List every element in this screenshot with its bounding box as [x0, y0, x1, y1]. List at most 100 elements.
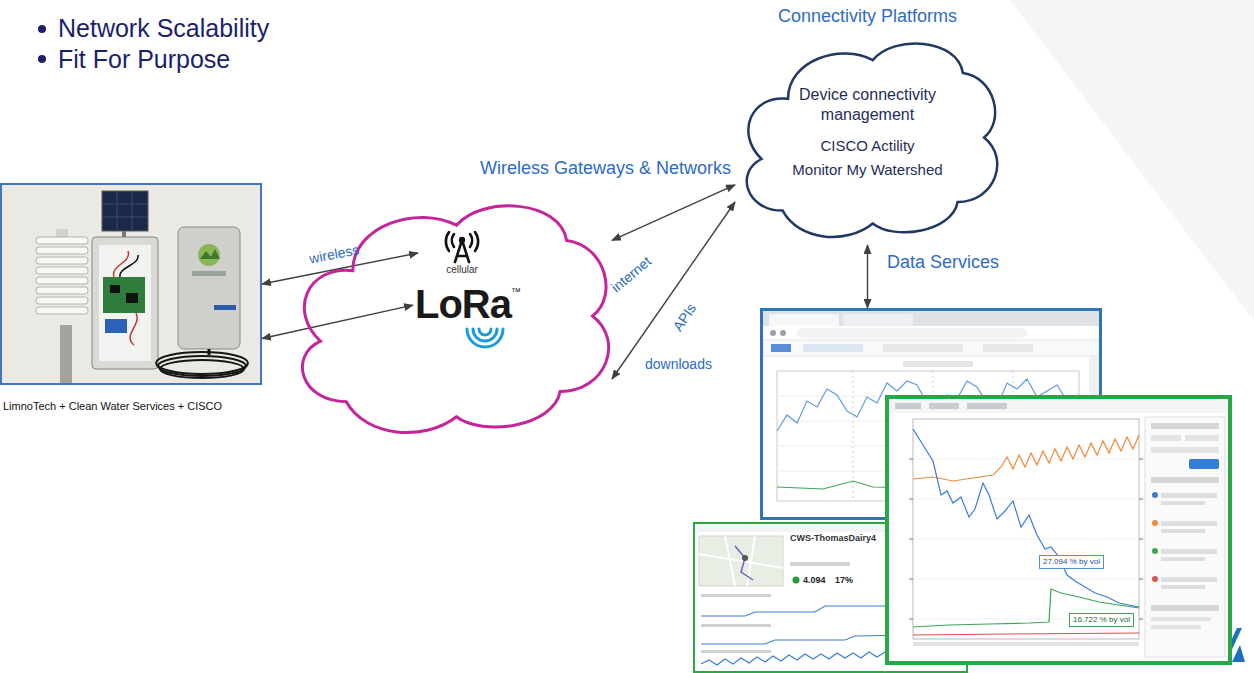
device-illustration — [2, 185, 260, 383]
device-illustration-part — [103, 277, 145, 313]
device-illustration-part — [36, 237, 88, 314]
time-series-screenshot-part — [913, 419, 1139, 639]
cellular-antenna-icon-part-part — [446, 232, 449, 251]
browser-chart-screenshot-part — [763, 311, 1099, 326]
dashboard-screenshot-art-part — [742, 555, 748, 561]
device-illustration-part — [120, 255, 138, 277]
lora-logo: LoRa™ — [413, 282, 523, 352]
time-series-screenshot-part — [913, 429, 1139, 607]
dashboard-screenshot-art-part — [701, 594, 771, 597]
time-series-screenshot-part — [889, 399, 1228, 413]
device-illustration-part-part — [36, 307, 88, 314]
time-series-screenshot-part — [1151, 423, 1219, 429]
time-series-screenshot-part — [929, 403, 959, 409]
corner-logo-part — [1232, 645, 1245, 662]
time-series-screenshot-part-part — [1161, 521, 1217, 526]
device-illustration-part-part — [36, 287, 88, 294]
bullet-dot — [38, 25, 46, 33]
dashboard-screenshot-art-part — [701, 650, 771, 653]
browser-chart-screenshot-part — [770, 330, 776, 336]
device-illustration-part — [92, 237, 158, 369]
dashboard-screenshot-art-part — [695, 524, 966, 532]
time-series-screenshot-part — [1152, 492, 1158, 498]
lora-waves-icon-part-part — [467, 329, 503, 347]
cellular-icon: cellular — [418, 230, 506, 276]
time-series-screenshot-part — [913, 435, 1139, 481]
browser-chart-screenshot-part — [769, 314, 839, 326]
time-series-screenshot-part-part — [1161, 549, 1217, 554]
time-series-screenshot-part — [1152, 576, 1158, 582]
device-illustration-part — [105, 319, 127, 333]
dashboard-screenshot-art-part — [701, 652, 885, 665]
time-series-screenshot-part-part — [1161, 493, 1217, 498]
reading-value: 4.094 — [803, 574, 826, 586]
device-illustration-part-part — [160, 360, 244, 378]
device-photo — [0, 183, 262, 385]
browser-chart-screenshot-part — [763, 340, 1099, 356]
dashboard-screenshot-art-part — [695, 524, 966, 671]
time-series-screenshot-part — [1151, 477, 1219, 483]
time-series-screenshot-part — [1151, 435, 1181, 441]
platform-text: CISCO Actility — [820, 137, 914, 155]
background-swoosh — [1010, 0, 1254, 320]
cellular-antenna-icon-part-part — [475, 232, 478, 251]
device-illustration-part-part — [36, 247, 88, 254]
dashboard-screenshot-art-part — [701, 634, 963, 644]
time-series-screenshot-part — [1152, 520, 1158, 526]
lora-waves-icon — [445, 326, 525, 352]
browser-chart-screenshot-part — [763, 326, 1099, 340]
browser-chart-screenshot-part — [780, 330, 786, 336]
time-series-screenshot-part — [895, 403, 921, 409]
value-callout: 16.722 % by vol — [1069, 613, 1134, 627]
time-series-screenshot-part — [1145, 417, 1225, 657]
device-illustration-part — [122, 231, 126, 237]
platform-text: Monitor My Watershed — [792, 161, 942, 179]
cellular-antenna-icon-part — [446, 232, 478, 262]
wireless-network-cloud: Wireless Gateways & Networks cellular Lo… — [288, 190, 612, 442]
connector-arrow — [867, 245, 868, 308]
connector-arrow — [612, 185, 735, 241]
device-illustration-part-part — [36, 267, 88, 274]
device-illustration-part — [156, 352, 248, 378]
platform-cloud: Connectivity PlatformsDevice connectivit… — [735, 30, 1000, 245]
cloud-outline-path — [302, 206, 608, 433]
dashboard-screenshot-art-part — [699, 536, 783, 586]
browser-chart-screenshot-part — [797, 328, 1027, 338]
dashboard-screenshot-art-part — [699, 536, 783, 586]
chart-screenshot: 27.094 % by vol16.722 % by vol — [885, 395, 1232, 665]
device-illustration-part — [126, 293, 138, 303]
device-illustration-part — [198, 244, 220, 266]
browser-chart-screenshot-part — [843, 314, 913, 326]
dashboard-screenshot-art-part — [701, 624, 771, 627]
time-series-screenshot-part — [1151, 447, 1219, 453]
time-series-screenshot-part — [909, 459, 1143, 619]
edge-label: internet — [608, 253, 655, 296]
dashboard-screenshot-art-part — [735, 546, 753, 580]
time-series-screenshot-part — [913, 642, 1139, 646]
time-series-screenshot-part — [1151, 605, 1219, 611]
browser-chart-screenshot-part — [983, 344, 1033, 352]
cellular-antenna-icon — [418, 230, 506, 264]
reading-value: 17% — [835, 574, 853, 586]
device-illustration-part-part — [36, 257, 88, 264]
time-series-screenshot-part — [889, 399, 1228, 661]
device-illustration-part-part — [36, 237, 88, 244]
lora-waves-icon-part-part — [479, 329, 491, 335]
time-series-screenshot-part-part — [1161, 529, 1205, 533]
lora-waves-icon-part — [467, 329, 503, 347]
cloud-heading: Connectivity Platforms — [778, 5, 957, 27]
time-series-screenshot — [889, 399, 1228, 661]
device-illustration-part — [178, 227, 240, 349]
device-illustration-part — [114, 251, 138, 345]
dashboard-screenshot-art-part — [793, 577, 800, 584]
browser-chart-screenshot-part — [771, 344, 791, 352]
cloud-outline-path — [747, 44, 997, 237]
icon-caption: cellular — [446, 264, 478, 276]
time-series-screenshot-part-part — [1161, 577, 1217, 582]
connector-arrow — [262, 305, 413, 338]
device-illustration-part — [192, 271, 226, 276]
bullet-text: Network Scalability — [58, 13, 269, 43]
lora-waves-icon-part-part — [473, 329, 497, 341]
